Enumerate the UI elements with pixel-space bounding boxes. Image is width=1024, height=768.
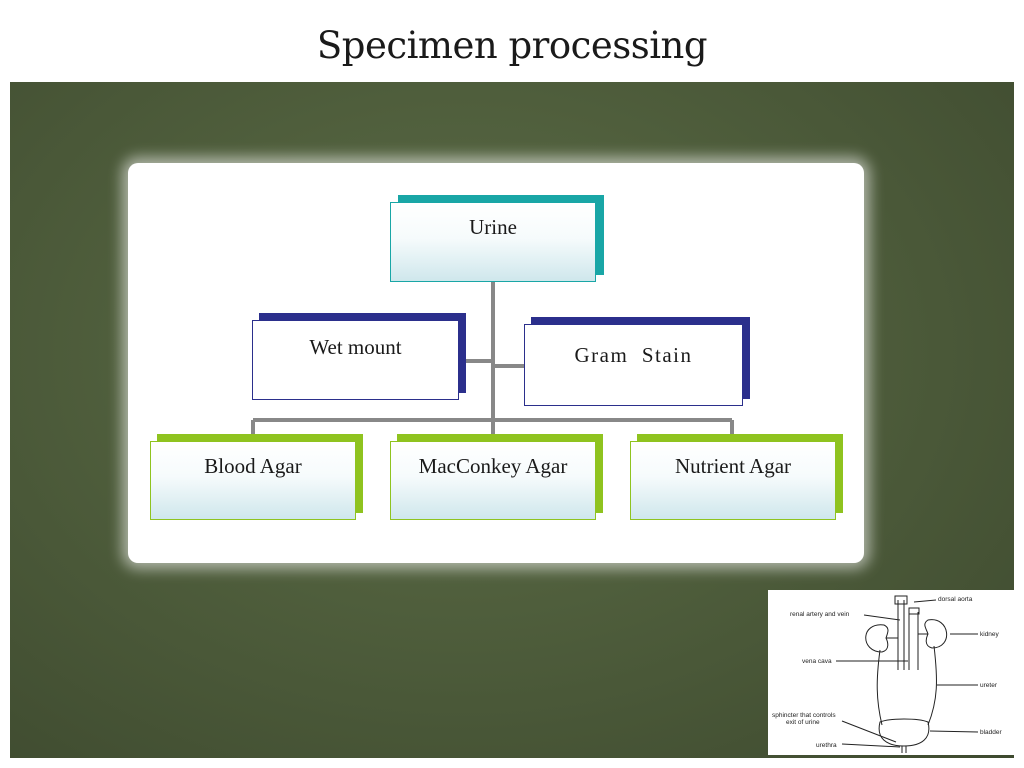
nutrient-agar-label: Nutrient Agar bbox=[674, 454, 792, 478]
wet-mount-label: Wet mount bbox=[309, 335, 402, 359]
blood-agar-node: Blood Agar bbox=[150, 441, 356, 520]
bladder-shape bbox=[878, 718, 930, 747]
urine-node: Urine bbox=[390, 202, 596, 282]
gram-stain-label: Gram Stain bbox=[574, 343, 693, 367]
macconkey-agar-label: MacConkey Agar bbox=[418, 454, 568, 478]
urine-label: Urine bbox=[469, 215, 517, 239]
left-kidney-shape bbox=[865, 624, 889, 653]
urinary-system-illustration: dorsal aorta renal artery and vein kidne… bbox=[768, 590, 1018, 755]
label-kidney: kidney bbox=[980, 631, 1000, 638]
right-ureter-shape bbox=[927, 645, 937, 726]
label-sphincter-1: sphincter that controls bbox=[772, 712, 836, 719]
wet-mount-node: Wet mount bbox=[252, 320, 459, 400]
gram-stain-node: Gram Stain bbox=[524, 324, 743, 406]
label-ureter: ureter bbox=[980, 682, 998, 689]
label-dorsal-aorta: dorsal aorta bbox=[938, 596, 973, 603]
left-ureter-shape bbox=[876, 649, 883, 726]
right-kidney-shape bbox=[924, 619, 948, 649]
urethra-shape bbox=[901, 746, 907, 753]
aorta-shape bbox=[897, 600, 905, 670]
label-vena-cava: vena cava bbox=[802, 658, 832, 665]
nutrient-agar-node: Nutrient Agar bbox=[630, 441, 836, 520]
blood-agar-label: Blood Agar bbox=[204, 454, 302, 478]
label-urethra: urethra bbox=[816, 742, 837, 749]
macconkey-agar-node: MacConkey Agar bbox=[390, 441, 596, 520]
label-sphincter-2: exit of urine bbox=[786, 719, 820, 726]
label-bladder: bladder bbox=[980, 729, 1003, 736]
label-renal-artery-vein: renal artery and vein bbox=[790, 611, 850, 618]
vena-cava-shape bbox=[908, 612, 919, 670]
slide-title: Specimen processing bbox=[316, 24, 708, 67]
